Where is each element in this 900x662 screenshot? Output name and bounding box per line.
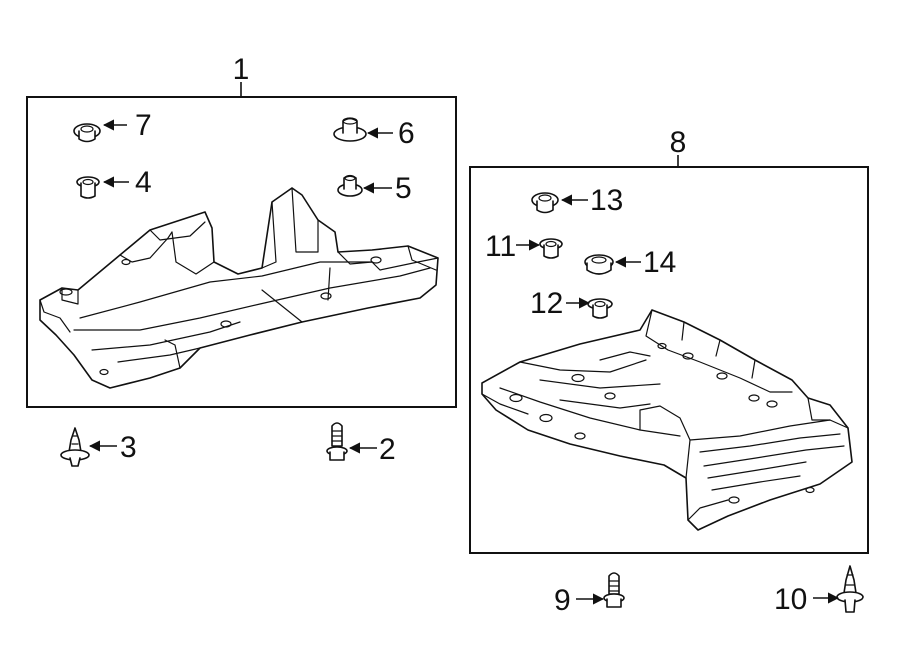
retainer-6[interactable]: 6 xyxy=(333,117,415,150)
bolt-9[interactable]: 9 xyxy=(554,572,625,617)
group-1: 1 xyxy=(26,53,457,408)
callout-3[interactable]: 3 xyxy=(120,431,137,464)
grommet-13[interactable]: 13 xyxy=(531,184,623,217)
callout-2[interactable]: 2 xyxy=(379,433,396,466)
nut-4[interactable]: 4 xyxy=(76,166,152,199)
nut-11[interactable]: 11 xyxy=(485,230,563,263)
callout-1[interactable]: 1 xyxy=(233,53,250,86)
group-1-frame xyxy=(26,96,457,408)
clip-10[interactable]: 10 xyxy=(774,565,864,616)
under-cover-part[interactable] xyxy=(481,309,853,531)
callout-12[interactable]: 12 xyxy=(530,287,563,320)
clip-3[interactable]: 3 xyxy=(60,427,137,467)
bolt-2[interactable]: 2 xyxy=(326,422,396,466)
group-8-frame xyxy=(469,166,869,554)
callout-13[interactable]: 13 xyxy=(590,184,623,217)
nut-12[interactable]: 12 xyxy=(530,287,613,320)
nut-5[interactable]: 5 xyxy=(337,172,412,205)
callout-10[interactable]: 10 xyxy=(774,583,807,616)
callout-6[interactable]: 6 xyxy=(398,117,415,150)
callout-11[interactable]: 11 xyxy=(485,230,516,263)
grommet-14[interactable]: 14 xyxy=(584,246,676,279)
callout-9[interactable]: 9 xyxy=(554,584,571,617)
callout-8[interactable]: 8 xyxy=(670,126,687,159)
grommet-7[interactable]: 7 xyxy=(73,109,152,143)
group-8: 8 xyxy=(469,126,869,554)
splash-shield-part[interactable] xyxy=(39,187,439,389)
callout-7[interactable]: 7 xyxy=(135,109,152,142)
callout-5[interactable]: 5 xyxy=(395,172,412,205)
callout-4[interactable]: 4 xyxy=(135,166,152,199)
callout-14[interactable]: 14 xyxy=(643,246,676,279)
